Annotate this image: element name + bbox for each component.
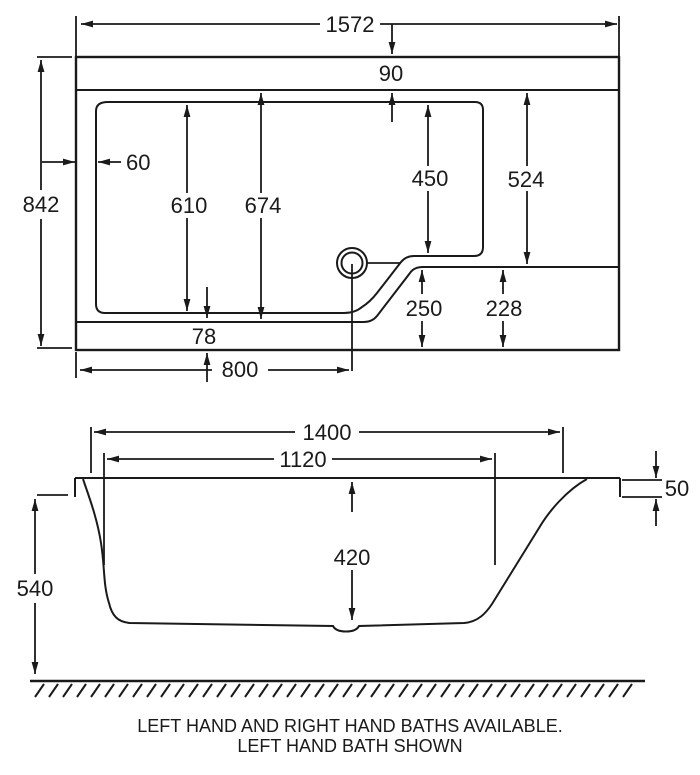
dim-label-overall-length: 1572 <box>326 12 375 37</box>
plan-outer-rect <box>74 55 621 352</box>
dim-label-left-rim: 60 <box>126 150 150 175</box>
dim-step-to-edge: 250 <box>406 270 443 347</box>
hatch-tick <box>398 683 409 698</box>
hatch-tick <box>104 683 115 698</box>
dim-waste-centre: 800 <box>80 357 349 382</box>
hatch-tick <box>62 683 73 698</box>
hatch-tick <box>258 683 269 698</box>
hatch-tick <box>356 683 367 698</box>
dim-step-section: 450 <box>412 105 449 253</box>
hatch-tick <box>76 683 87 698</box>
hatch-tick <box>440 683 451 698</box>
dim-top-inner-length: 1400 <box>94 420 560 445</box>
dim-label-inner-width: 610 <box>171 193 208 218</box>
hatch-tick <box>188 683 199 698</box>
hatch-tick <box>90 683 101 698</box>
hatch-tick <box>244 683 255 698</box>
ground-hatching <box>34 683 633 698</box>
dim-seat-to-edge: 228 <box>486 270 523 347</box>
caption-line-2: LEFT HAND BATH SHOWN <box>237 736 462 756</box>
hatch-tick <box>524 683 535 698</box>
hatch-tick <box>594 683 605 698</box>
dim-label-overall-width: 842 <box>23 192 60 217</box>
dim-label-overall-height: 540 <box>17 576 54 601</box>
hatch-tick <box>202 683 213 698</box>
hatch-tick <box>412 683 423 698</box>
hatch-tick <box>328 683 339 698</box>
dim-label-rim-lip: 50 <box>665 476 689 501</box>
dim-overall-height: 540 <box>17 499 54 674</box>
dim-label-inner-width-incl-rim: 674 <box>245 193 282 218</box>
dim-inner-width: 610 <box>171 105 208 311</box>
dim-label-waste-centre: 800 <box>222 357 259 382</box>
dim-label-shower-end: 524 <box>508 167 545 192</box>
hatch-tick <box>608 683 619 698</box>
dim-top-rim: 90 <box>379 24 403 122</box>
dim-bottom-rim: 78 <box>192 287 216 382</box>
plan-inner-tub-outline <box>95 101 484 314</box>
dim-label-inner-depth: 420 <box>334 545 371 570</box>
hatch-tick <box>580 683 591 698</box>
side-tub-profile <box>82 478 588 633</box>
hatch-tick <box>552 683 563 698</box>
hatch-tick <box>622 683 633 698</box>
caption: LEFT HAND AND RIGHT HAND BATHS AVAILABLE… <box>137 716 562 756</box>
hatch-tick <box>272 683 283 698</box>
top-view: 1572 842 90 60 610 6 <box>23 12 621 382</box>
dim-label-step-section: 450 <box>412 166 449 191</box>
dim-inner-depth: 420 <box>334 482 371 620</box>
hatch-tick <box>496 683 507 698</box>
hatch-tick <box>230 683 241 698</box>
hatch-tick <box>300 683 311 698</box>
dim-base-inner-length: 1120 <box>107 447 492 472</box>
hatch-tick <box>482 683 493 698</box>
dim-label-step-to-edge: 250 <box>406 296 443 321</box>
hatch-tick <box>384 683 395 698</box>
hatch-tick <box>216 683 227 698</box>
side-view: 1400 1120 50 420 540 <box>17 420 689 698</box>
dim-overall-length: 1572 <box>81 12 617 37</box>
hatch-tick <box>510 683 521 698</box>
hatch-tick <box>538 683 549 698</box>
dim-inner-width-incl-rim: 674 <box>245 93 282 319</box>
plan-deck-edge-line <box>76 266 619 323</box>
dim-label-base-inner-length: 1120 <box>279 447 326 472</box>
hatch-tick <box>566 683 577 698</box>
dim-overall-width: 842 <box>23 60 60 346</box>
dim-label-seat-to-edge: 228 <box>486 296 523 321</box>
dim-left-rim: 60 <box>42 150 150 175</box>
hatch-tick <box>34 683 45 698</box>
hatch-tick <box>342 683 353 698</box>
caption-line-1: LEFT HAND AND RIGHT HAND BATHS AVAILABLE… <box>137 716 562 736</box>
dim-label-top-inner-length: 1400 <box>303 420 352 445</box>
hatch-tick <box>146 683 157 698</box>
hatch-tick <box>174 683 185 698</box>
hatch-tick <box>468 683 479 698</box>
hatch-tick <box>454 683 465 698</box>
hatch-tick <box>118 683 129 698</box>
hatch-tick <box>48 683 59 698</box>
hatch-tick <box>132 683 143 698</box>
hatch-tick <box>370 683 381 698</box>
hatch-tick <box>314 683 325 698</box>
dim-shower-end: 524 <box>508 93 545 264</box>
dim-label-top-rim: 90 <box>379 61 403 86</box>
hatch-tick <box>160 683 171 698</box>
hatch-tick <box>426 683 437 698</box>
hatch-tick <box>286 683 297 698</box>
dim-label-bottom-rim: 78 <box>192 324 216 349</box>
dim-rim-lip: 50 <box>652 451 689 526</box>
